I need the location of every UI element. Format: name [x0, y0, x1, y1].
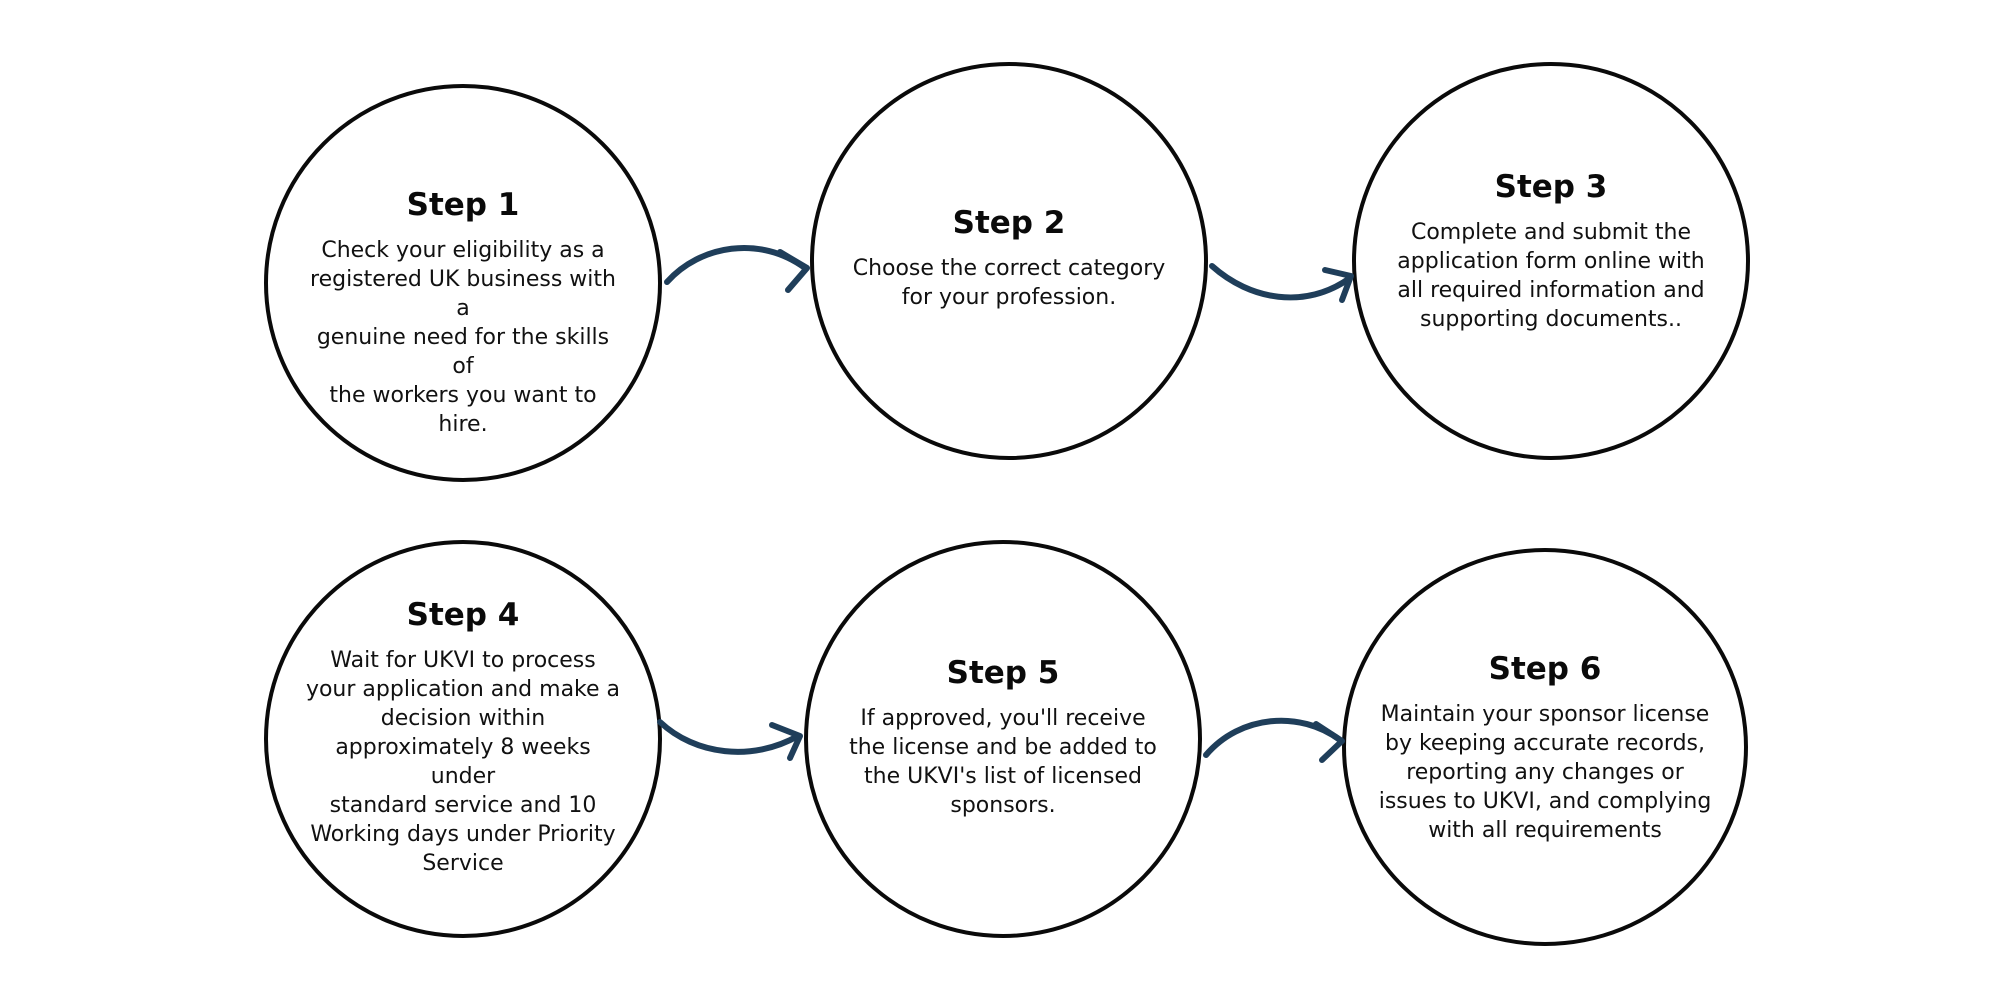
step-2-line: Choose the correct category — [852, 256, 1166, 282]
step-5-line: If approved, you'll receive — [860, 706, 1146, 732]
step-3-title: Step 3 — [1494, 169, 1608, 205]
step-4-line: decision within — [380, 706, 546, 732]
step-6-line: with all requirements — [1428, 818, 1662, 844]
step-1-title: Step 1 — [406, 187, 520, 223]
step-3-circle: Step 3 Complete and submit the applicati… — [1352, 62, 1750, 460]
step-4-line: your application and make a — [305, 677, 621, 703]
step-4-line: Working days under Priority — [310, 822, 616, 848]
step-1-line: the workers you want to hire. — [329, 383, 597, 438]
step-5-line: the UKVI's list of licensed — [864, 764, 1142, 790]
step-5-circle: Step 5 If approved, you'll receive the l… — [804, 540, 1202, 938]
arrow-step2-to-step3-icon — [1209, 263, 1354, 303]
arrow-step4-to-step5-icon — [657, 719, 803, 761]
step-2-circle: Step 2 Choose the correct category for y… — [810, 62, 1208, 460]
arrow-step5-to-step6-icon — [1203, 717, 1345, 763]
arrow-step1-to-step2-icon — [664, 245, 810, 293]
step-3-line: application form online with — [1397, 249, 1705, 275]
step-5-title: Step 5 — [946, 655, 1060, 691]
step-4-title: Step 4 — [406, 597, 520, 633]
step-6-line: Maintain your sponsor license — [1380, 702, 1710, 728]
step-6-line: by keeping accurate records, — [1384, 731, 1705, 757]
step-3-line: Complete and submit the — [1410, 220, 1692, 246]
step-1-line: registered UK business with a — [310, 267, 616, 322]
step-4-line: Wait for UKVI to process — [330, 648, 596, 674]
step-2-line: for your profession. — [901, 285, 1117, 311]
step-4-line: approximately 8 weeks under — [335, 735, 591, 790]
step-6-title: Step 6 — [1488, 651, 1602, 687]
step-4-line: standard service and 10 — [329, 793, 597, 819]
step-6-description: Maintain your sponsor license by keeping… — [1375, 700, 1715, 845]
step-6-circle: Step 6 Maintain your sponsor license by … — [1342, 548, 1748, 946]
step-1-description: Check your eligibility as a registered U… — [303, 236, 623, 439]
step-3-line: all required information and — [1397, 278, 1705, 304]
step-1-line: genuine need for the skills of — [316, 325, 610, 380]
step-5-line: the license and be added to — [849, 735, 1157, 761]
step-6-line: reporting any changes or — [1406, 760, 1684, 786]
step-3-line: supporting documents.. — [1420, 307, 1682, 333]
step-6-line: issues to UKVI, and complying — [1378, 789, 1712, 815]
step-4-description: Wait for UKVI to process your applicatio… — [303, 646, 623, 878]
step-4-circle: Step 4 Wait for UKVI to process your app… — [264, 540, 662, 938]
step-3-description: Complete and submit the application form… — [1391, 218, 1711, 334]
step-1-line: Check your eligibility as a — [321, 238, 605, 264]
step-5-line: sponsors. — [950, 793, 1056, 819]
step-2-description: Choose the correct category for your pro… — [849, 254, 1169, 312]
step-5-description: If approved, you'll receive the license … — [843, 704, 1163, 820]
step-4-line: Service — [422, 851, 504, 877]
step-1-circle: Step 1 Check your eligibility as a regis… — [264, 84, 662, 482]
step-2-title: Step 2 — [952, 205, 1066, 241]
